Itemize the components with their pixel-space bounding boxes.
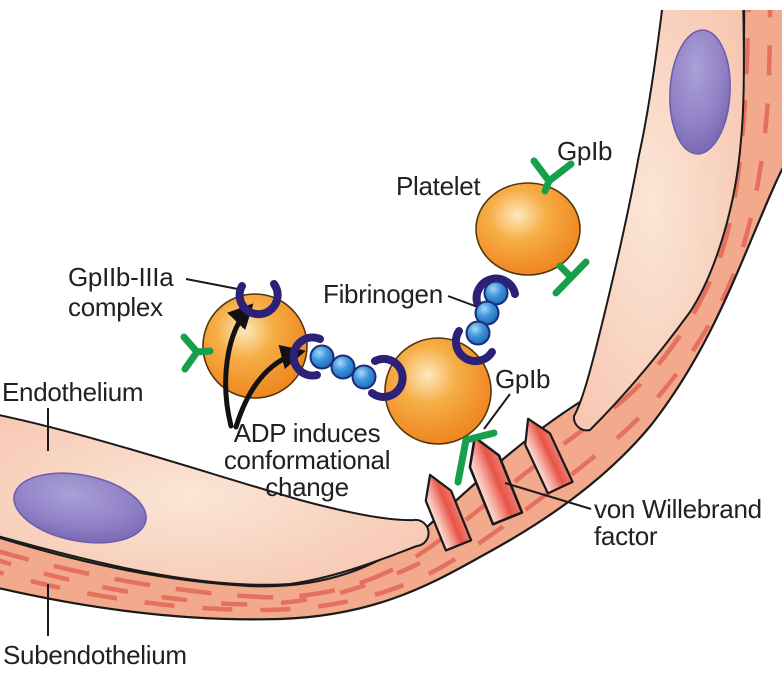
adp-caption-line3: change [265,472,349,502]
gpib-receptor-top-platelet-lower [552,258,590,297]
gpib-bottom-connector-line [483,393,511,430]
gpib-receptor-top-platelet-upper [530,157,575,195]
gpib-top-label: GpIb [557,136,613,166]
adp-caption: ADP induces conformational change [206,420,408,501]
platelet-label: Platelet [396,171,481,201]
collagen-dash-row [0,556,421,607]
collagen-dash-row [0,0,773,613]
platelet-top [475,182,581,276]
top-margin [0,0,782,10]
gpiib-iiia-receptors [235,274,519,401]
gpiib-iiia-cup [289,333,324,380]
subendothelium-label: Subendothelium [3,640,187,670]
fibrinogen-label: Fibrinogen [323,279,443,309]
adp-caption-line2: conformational [223,445,391,475]
platelet-middle [384,337,492,445]
fibrinogen-bead [465,320,491,346]
gpiib-iiia-complex-label-line2: complex [68,292,163,322]
endothelial-nucleus-right [669,29,731,155]
fibrinogen-chain-vertical [465,280,509,346]
gpiib-iiia-cup [472,274,519,306]
fibrinogen-bead [309,344,335,370]
collagen-dash-row [0,0,752,600]
collagen-fiber-texture [0,0,773,613]
gpiib-iiia-connector-line [185,278,244,291]
gpiib-iiia-cup [235,280,282,319]
gpib-receptor-middle-platelet [454,429,498,486]
gpiib-iiia-cup [451,327,496,365]
endothelium-label: Endothelium [2,377,144,407]
vessel-outer-edge-line [0,166,782,621]
endothelial-nucleus-left [13,472,147,544]
gpiib-iiia-cup [368,355,407,401]
adp-caption-line1: ADP induces [233,418,381,448]
fibrinogen-bead [351,364,377,390]
vwf-label: von Willebrand factor [594,496,762,550]
gpiib-iiia-complex-label-line1: GpIIb-IIIa [68,262,174,292]
adp-arrow-up [223,303,254,429]
gpib-bottom-label: GpIb [495,364,551,394]
vwf-label-line1: von Willebrand [594,494,762,524]
gpib-receptors [180,157,590,486]
fibrinogen-bead [330,354,356,380]
vwf-label-line2: factor [594,521,658,551]
gpiib-iiia-complex-label: GpIIb-IIIa complex [68,262,174,322]
vwf-connector-line [504,482,592,510]
fibrinogen-chain-horizontal [309,344,377,390]
gpib-receptor-left-platelet [180,333,214,373]
